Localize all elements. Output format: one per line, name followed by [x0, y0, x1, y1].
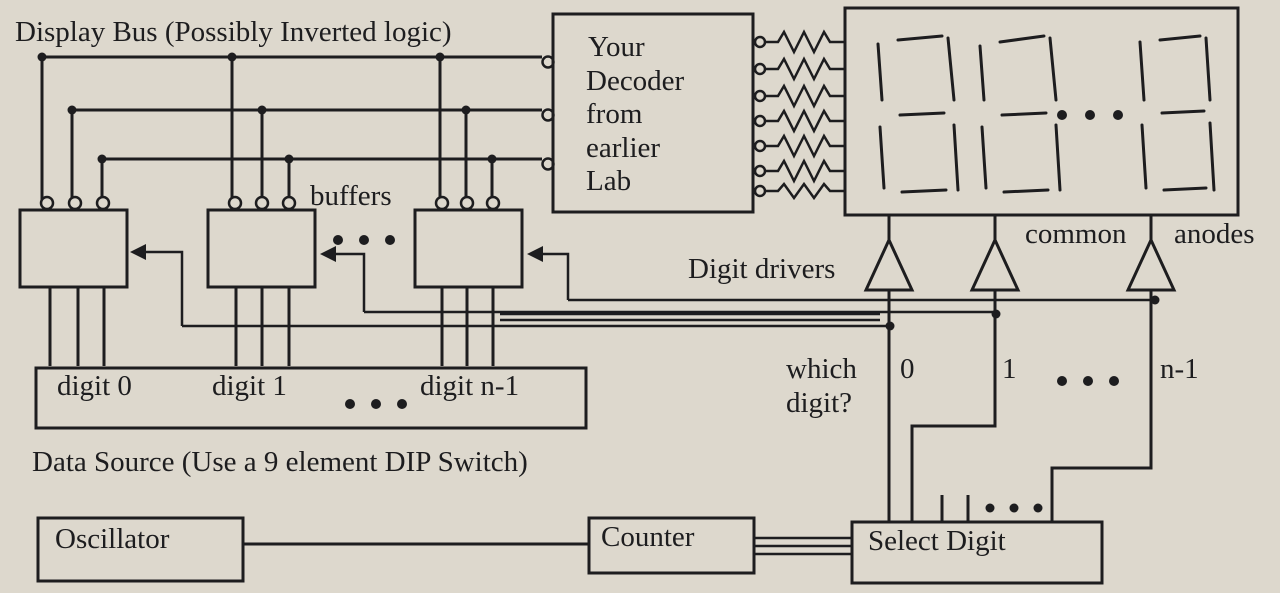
- which-digit-label-2: digit?: [786, 387, 852, 419]
- driver-n-1-label: n-1: [1160, 353, 1199, 385]
- seven-segment-digit-0: [876, 34, 960, 194]
- ellipsis-data-source: [345, 399, 407, 409]
- svg-text:Lab: Lab: [586, 165, 631, 197]
- digit-driver-n-1: [1125, 215, 1177, 292]
- seven-segment-digit-1: [978, 34, 1062, 194]
- ellipsis-select: [985, 503, 1043, 513]
- buffer-digit-0: [18, 195, 129, 289]
- select-digit-label: Select Digit: [868, 525, 1006, 557]
- buffers-label: buffers: [310, 180, 392, 212]
- digit-driver-1: [969, 215, 1021, 292]
- digit-drivers-label: Digit drivers: [688, 253, 835, 285]
- buffer-digit-1: [206, 195, 317, 289]
- display-bus-label: Display Bus (Possibly Inverted logic): [15, 16, 452, 48]
- svg-text:earlier: earlier: [586, 132, 660, 164]
- driver-0-label: 0: [900, 353, 915, 385]
- display-bus-lines: [37, 52, 555, 203]
- decoder-box: [551, 12, 755, 214]
- bottom-connections: [243, 536, 852, 556]
- svg-text:Your: Your: [588, 31, 645, 63]
- digit-0-label: digit 0: [57, 370, 132, 402]
- driver-1-label: 1: [1002, 353, 1017, 385]
- data-source-box: [34, 366, 588, 430]
- anodes-label: anodes: [1174, 218, 1255, 250]
- buffer-digit-n-1: [413, 195, 524, 289]
- which-digit-label-1: which: [786, 353, 857, 385]
- digit-driver-0: [863, 215, 915, 292]
- decoder-resistors: [753, 29, 845, 201]
- ellipsis-display: [1057, 110, 1123, 120]
- which-digit-bus: [182, 295, 1160, 331]
- oscillator-box: [36, 516, 245, 583]
- counter-label: Counter: [601, 521, 695, 553]
- seven-segment-digit-n-1: [1138, 34, 1216, 192]
- select-digit-box: [850, 520, 1104, 585]
- common-label: common: [1025, 218, 1127, 250]
- data-source-label: Data Source (Use a 9 element DIP Switch): [32, 446, 528, 478]
- oscillator-label: Oscillator: [55, 523, 170, 555]
- ellipsis-drivers: [1057, 376, 1119, 386]
- svg-text:from: from: [586, 98, 643, 130]
- digit-1-label: digit 1: [212, 370, 287, 402]
- driver-control-lines: [887, 290, 1153, 522]
- decoder-label: Your Decoder from earlier Lab: [586, 31, 685, 197]
- buffer-enable-lines: [130, 244, 570, 326]
- svg-text:Decoder: Decoder: [586, 65, 685, 97]
- seven-segment-display-box: [843, 6, 1240, 217]
- digit-n-1-label: digit n-1: [420, 370, 519, 402]
- ellipsis-buffers: [333, 235, 395, 245]
